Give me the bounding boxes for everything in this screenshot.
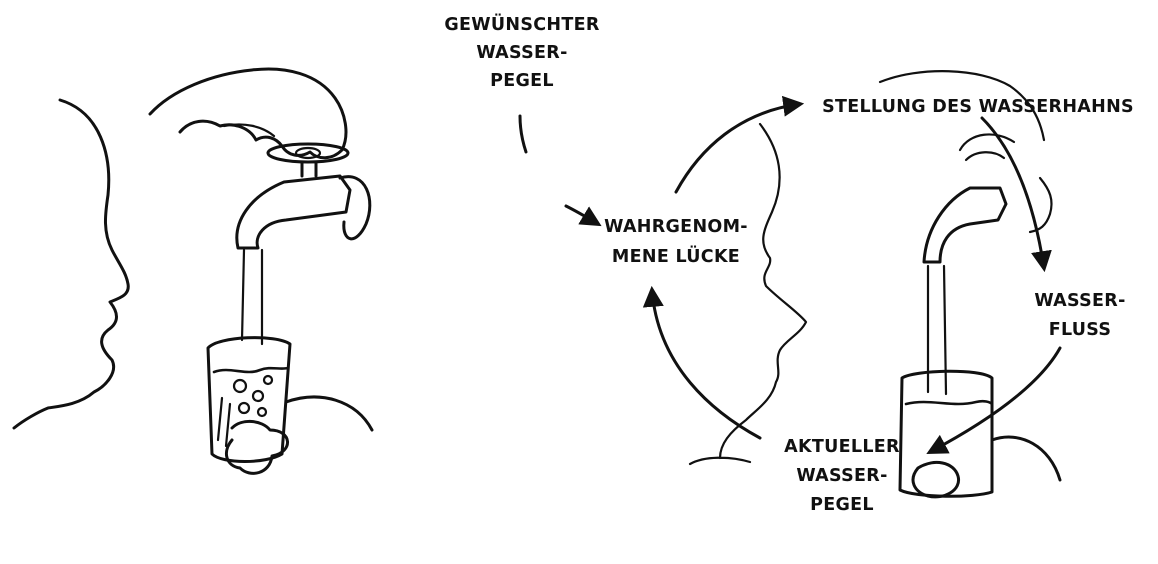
svg-text:GEWÜNSCHTER: GEWÜNSCHTER bbox=[444, 13, 599, 35]
right-panel bbox=[520, 71, 1060, 497]
arrow-icon bbox=[676, 104, 800, 192]
label-actual-level: AKTUELLER WASSER- PEGEL bbox=[784, 437, 900, 515]
svg-text:PEGEL: PEGEL bbox=[490, 71, 554, 91]
faucet-icon bbox=[237, 144, 370, 248]
svg-text:WASSER-: WASSER- bbox=[796, 466, 887, 486]
svg-text:WAHRGENOM-: WAHRGENOM- bbox=[604, 217, 748, 237]
arrow-icon bbox=[930, 348, 1060, 452]
svg-text:MENE LÜCKE: MENE LÜCKE bbox=[612, 245, 740, 267]
water-glass-icon bbox=[208, 338, 290, 462]
svg-text:FLUSS: FLUSS bbox=[1049, 320, 1112, 340]
svg-text:WASSER-: WASSER- bbox=[476, 43, 567, 63]
label-water-flow: WASSER- FLUSS bbox=[1034, 291, 1125, 340]
arrow-icon bbox=[520, 116, 526, 152]
left-panel bbox=[14, 69, 372, 473]
svg-text:PEGEL: PEGEL bbox=[810, 495, 874, 515]
person-profile-icon bbox=[14, 100, 128, 428]
label-desired-level: GEWÜNSCHTER WASSER- PEGEL bbox=[444, 13, 599, 91]
arrow-icon bbox=[652, 290, 760, 438]
svg-text:WASSER-: WASSER- bbox=[1034, 291, 1125, 311]
label-tap-position: STELLUNG DES WASSERHAHNS bbox=[822, 97, 1134, 117]
svg-text:AKTUELLER: AKTUELLER bbox=[784, 437, 900, 457]
label-perceived-gap: WAHRGENOM- MENE LÜCKE bbox=[604, 217, 748, 267]
arrow-icon bbox=[566, 206, 598, 224]
